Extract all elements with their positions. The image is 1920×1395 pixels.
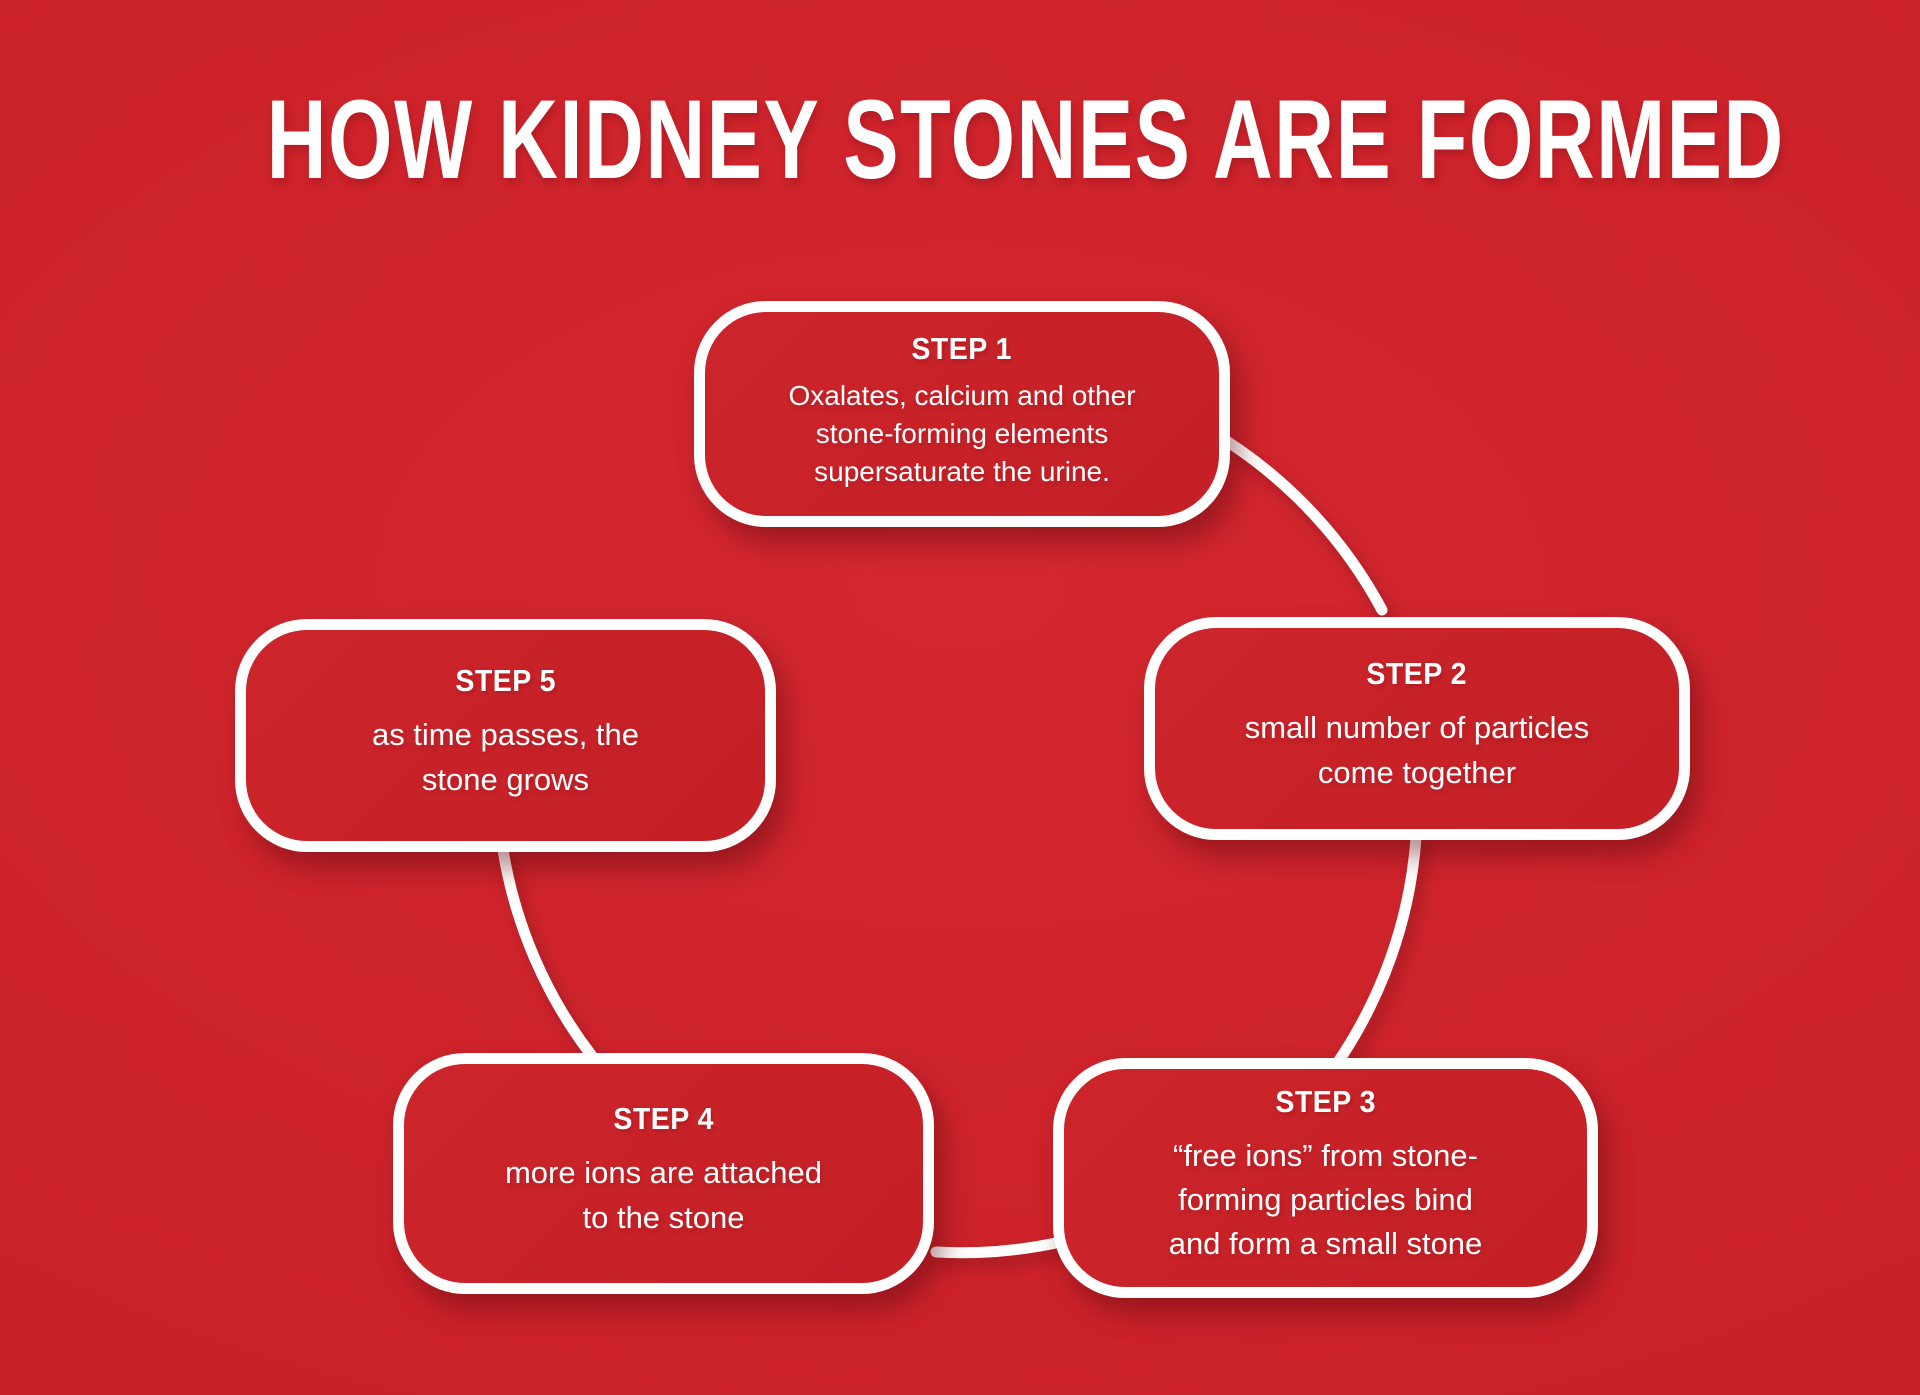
connector-arc-step4-step5 bbox=[497, 844, 598, 1062]
connector-arc-step2-step3 bbox=[1332, 832, 1422, 1068]
step-1-body: Oxalates, calcium and other stone-formin… bbox=[788, 379, 1136, 488]
step-card-1: STEP 1 Oxalates, calcium and other stone… bbox=[694, 301, 1230, 527]
step-3-label: STEP 3 bbox=[1275, 1083, 1376, 1119]
step-4-body: more ions are attached to the stone bbox=[504, 1155, 823, 1235]
step-2-label: STEP 2 bbox=[1366, 656, 1468, 692]
page-title: HOW KIDNEY STONES ARE FORMED bbox=[0, 84, 1920, 196]
step-3-body: “free ions” from stone- forming particle… bbox=[1168, 1137, 1483, 1261]
step-4-label: STEP 4 bbox=[613, 1101, 714, 1137]
step-5-body: as time passes, the stone grows bbox=[371, 717, 640, 797]
step-card-3: STEP 3 “free ions” from stone- forming p… bbox=[1053, 1058, 1598, 1298]
connector-arc-step3-step4 bbox=[930, 1237, 1062, 1259]
connector-arc-step1-step2 bbox=[1219, 434, 1388, 616]
step-1-label: STEP 1 bbox=[911, 330, 1013, 366]
step-card-5: STEP 5 as time passes, the stone grows bbox=[235, 619, 776, 852]
step-5-label: STEP 5 bbox=[455, 663, 556, 699]
page-title-text: HOW KIDNEY STONES ARE FORMED bbox=[266, 77, 1785, 202]
step-card-4: STEP 4 more ions are attached to the sto… bbox=[393, 1053, 934, 1294]
step-card-2: STEP 2 small number of particles come to… bbox=[1144, 617, 1690, 840]
step-2-body: small number of particles come together bbox=[1244, 710, 1590, 790]
